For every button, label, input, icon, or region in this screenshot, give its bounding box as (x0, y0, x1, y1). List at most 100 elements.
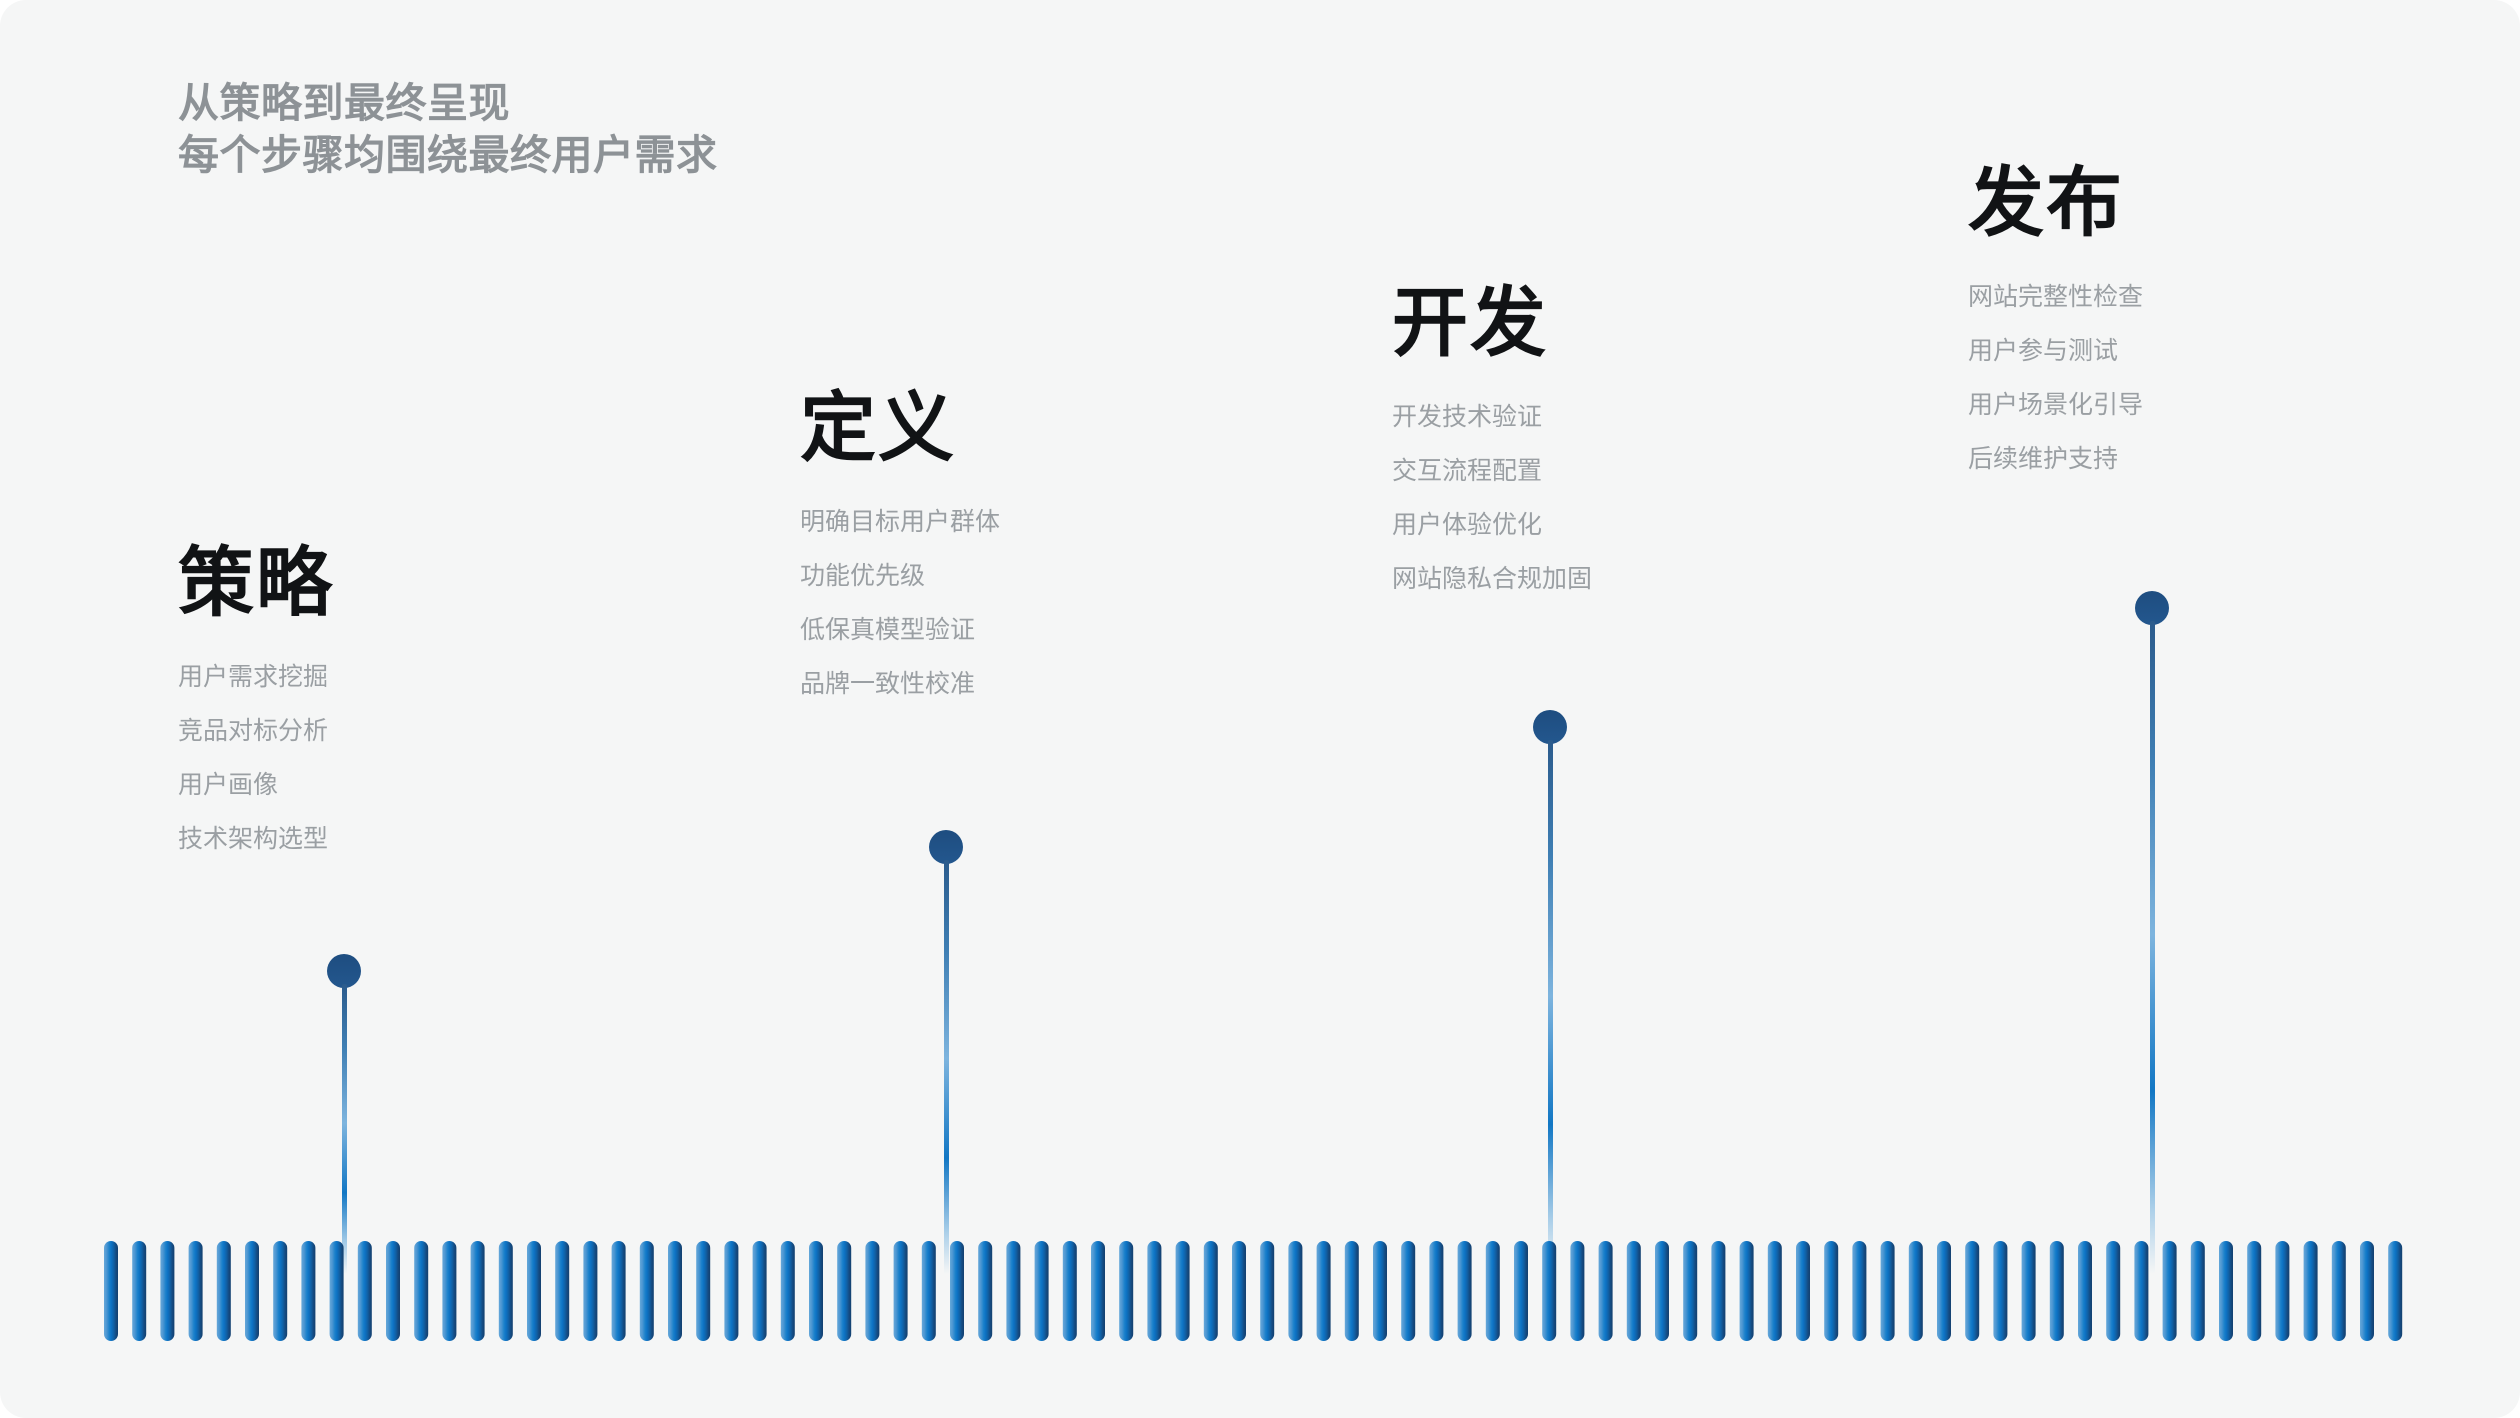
bar-strip (1344, 1241, 1359, 1341)
pin-stem (2150, 621, 2155, 1274)
milestone-items-1: 用户需求挖掘 竞品对标分析 用户画像 技术架构选型 (178, 662, 698, 853)
milestone-column-2: 定义 明确目标用户群体 功能优先级 低保真模型验证 品牌一致性校准 (800, 390, 1320, 726)
bar-strip (639, 1241, 654, 1341)
bar-strip (978, 1241, 993, 1341)
bar-strip (2303, 1241, 2318, 1341)
bar-strip (1288, 1241, 1303, 1341)
bar-strip (1203, 1241, 1218, 1341)
bar-strip (1570, 1241, 1585, 1341)
bar-strip (104, 1241, 118, 1341)
bar-strip (583, 1241, 598, 1341)
bar-strip (1457, 1241, 1472, 1341)
bar-strip (2388, 1241, 2403, 1341)
bar-strip (1852, 1241, 1867, 1341)
bar-strip (752, 1241, 767, 1341)
bar-strip (357, 1241, 372, 1341)
bar-strip (1739, 1241, 1754, 1341)
pin-dot-icon (327, 954, 361, 988)
bar-strip (1880, 1241, 1895, 1341)
bar-strip (1006, 1241, 1021, 1341)
milestone-title-1: 策略 (178, 541, 334, 626)
bar-strip (1993, 1241, 2008, 1341)
headline-line-2: 每个步骤均围绕最终用户需求 (178, 131, 718, 178)
bar-strip (2219, 1241, 2233, 1341)
bar-strip (245, 1241, 259, 1341)
bar-strip (1542, 1241, 1557, 1341)
bar-strip (1401, 1241, 1416, 1341)
headline-line-1: 从策略到最终呈现 (178, 80, 510, 126)
bar-strip (498, 1241, 513, 1341)
milestone-title-3: 开发 (1392, 281, 1548, 366)
pin-dot-icon (2135, 591, 2169, 625)
bar-strip (668, 1241, 682, 1341)
bar-strip (1119, 1241, 1134, 1341)
pin-stem (342, 984, 347, 1274)
list-item: 用户场景化引导 (1968, 390, 2144, 419)
bar-strip (1711, 1241, 1726, 1341)
bar-strip (1683, 1241, 1698, 1341)
bar-strip (329, 1241, 344, 1341)
bar-strip (442, 1241, 457, 1341)
bar-strip (1937, 1241, 1951, 1341)
bar-strip (2021, 1241, 2036, 1341)
bar-strip (2078, 1241, 2092, 1341)
list-item: 技术架构选型 (178, 824, 329, 853)
bar-strip (2247, 1241, 2262, 1341)
bar-strip (1429, 1241, 1444, 1341)
list-item: 用户体验优化 (1392, 510, 1543, 539)
bar-strip (1796, 1241, 1810, 1341)
bar-strip (2360, 1241, 2374, 1341)
bar-strip (414, 1241, 429, 1341)
pin-stem (1548, 740, 1553, 1274)
bar-strip (1232, 1241, 1246, 1341)
page-headline: 从策略到最终呈现 每个步骤均围绕最终用户需求 (178, 78, 718, 181)
list-item: 低保真模型验证 (800, 615, 976, 644)
bar-strip (1767, 1241, 1782, 1341)
bar-strip (1062, 1241, 1077, 1341)
bar-strip (865, 1241, 880, 1341)
bar-strip (1147, 1241, 1162, 1341)
bar-strip (2275, 1241, 2290, 1341)
bar-strip (1824, 1241, 1839, 1341)
bar-strip (724, 1241, 739, 1341)
bar-strip (1598, 1241, 1613, 1341)
bar-strip (160, 1241, 175, 1341)
bar-strip (132, 1241, 147, 1341)
bar-strip (780, 1241, 795, 1341)
bar-strip (1514, 1241, 1528, 1341)
pin-dot-icon (929, 830, 963, 864)
list-item: 用户需求挖掘 (178, 662, 329, 691)
bar-strip (1034, 1241, 1049, 1341)
bar-strip (950, 1241, 964, 1341)
list-item: 竞品对标分析 (178, 716, 329, 745)
bar-strip (1485, 1241, 1500, 1341)
list-item: 开发技术验证 (1392, 402, 1543, 431)
bar-strip (2134, 1241, 2149, 1341)
bar-strip (1316, 1241, 1331, 1341)
bar-strip (893, 1241, 908, 1341)
bar-strip (2331, 1241, 2346, 1341)
bar-strip (2190, 1241, 2205, 1341)
bar-strip (2106, 1241, 2121, 1341)
bar-strip (1908, 1241, 1923, 1341)
bar-strip (188, 1241, 203, 1341)
bar-strip (1175, 1241, 1190, 1341)
bar-strip (1373, 1241, 1387, 1341)
timeline-striped-bar (104, 1241, 2403, 1341)
bar-strip (1655, 1241, 1669, 1341)
bar-strip (527, 1241, 541, 1341)
list-item: 用户参与测试 (1968, 336, 2119, 365)
list-item: 后续维护支持 (1968, 444, 2119, 473)
list-item: 交互流程配置 (1392, 456, 1543, 485)
bar-strip (837, 1241, 852, 1341)
milestone-items-3: 开发技术验证 交互流程配置 用户体验优化 网站隐私合规加固 (1392, 402, 1912, 592)
bar-strip (1965, 1241, 1980, 1341)
bar-strip (611, 1241, 626, 1341)
bar-strip (555, 1241, 570, 1341)
milestone-column-4: 发布 网站完整性检查 用户参与测试 用户场景化引导 后续维护支持 (1968, 165, 2488, 501)
bar-strip (273, 1241, 288, 1341)
list-item: 明确目标用户群体 (800, 507, 1001, 536)
list-item: 品牌一致性校准 (800, 669, 976, 698)
pin-dot-icon (1533, 710, 1567, 744)
